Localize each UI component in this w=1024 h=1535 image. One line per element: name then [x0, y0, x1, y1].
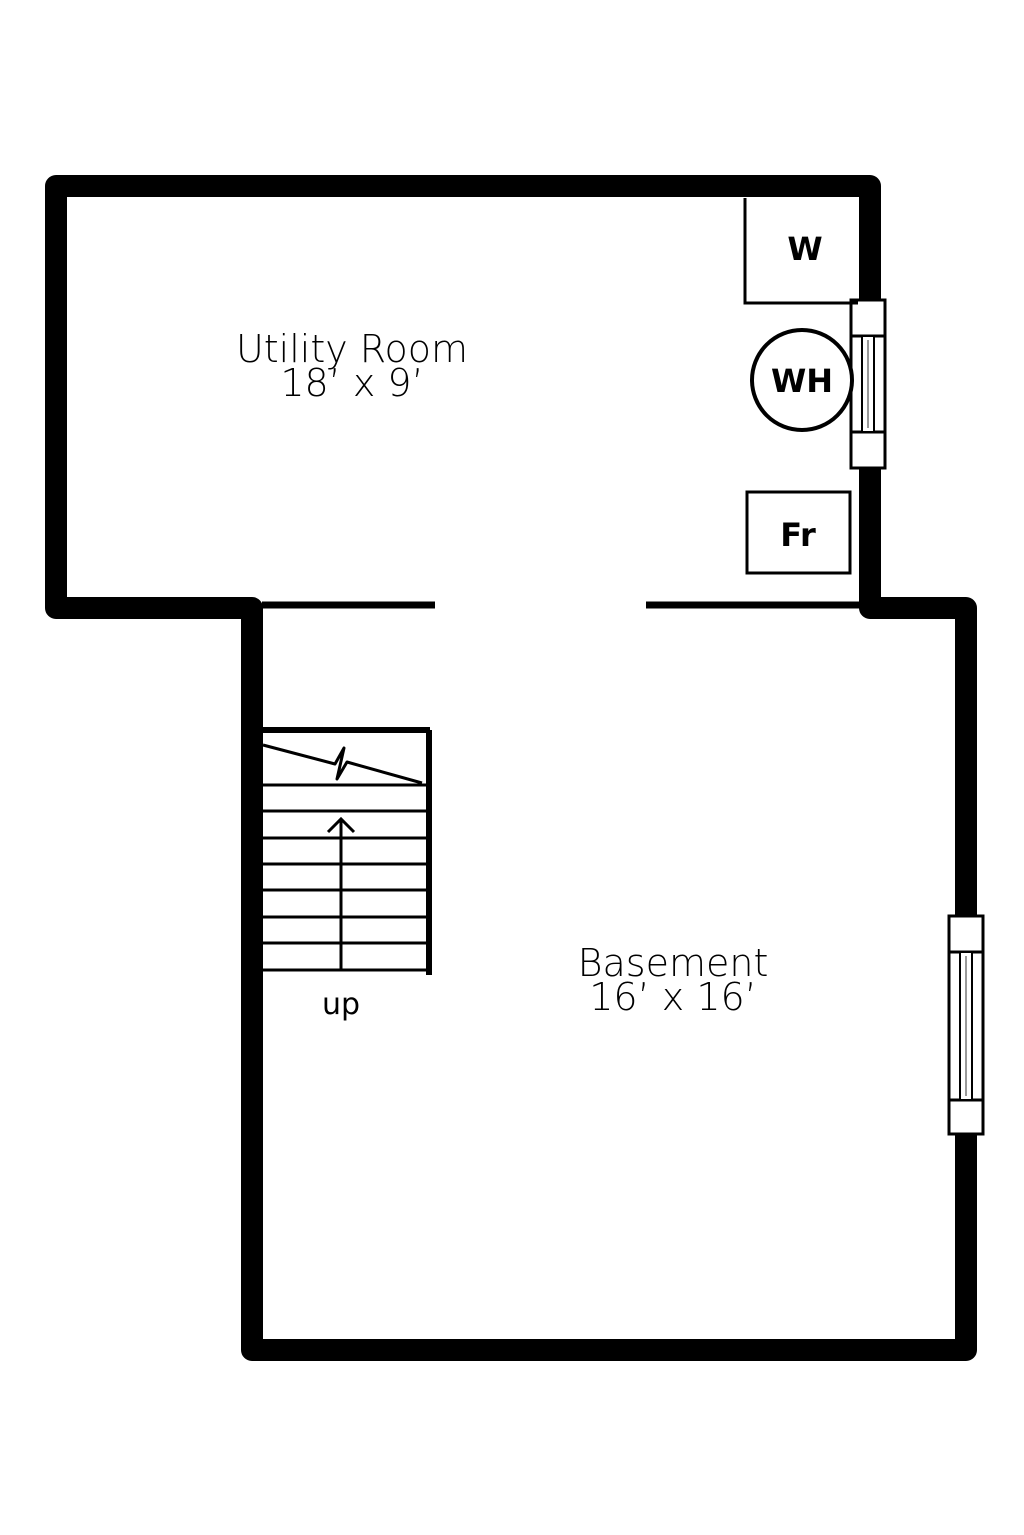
water-heater-fixture: WH — [750, 328, 854, 432]
washer-fixture: W — [743, 198, 858, 305]
utility-room-name: Utility Room — [236, 327, 468, 371]
basement-label: Basement 16’ x 16’ — [578, 941, 769, 1019]
basement-name: Basement — [578, 941, 769, 985]
stair-direction-label: up — [322, 987, 360, 1022]
utility-room-dimensions: 18’ x 9’ — [280, 361, 423, 405]
utility-room-label: Utility Room 18’ x 9’ — [236, 327, 468, 405]
furnace-fixture: Fr — [745, 490, 852, 575]
stair-arrow-icon — [326, 816, 356, 970]
window-basement — [947, 914, 985, 1136]
staircase: up — [262, 727, 432, 1022]
stair-break-line — [262, 743, 423, 785]
window-utility — [849, 298, 887, 470]
water-heater-label: WH — [771, 362, 833, 400]
washer-label: W — [787, 230, 822, 268]
furnace-label: Fr — [780, 516, 816, 554]
basement-dimensions: 16’ x 16’ — [589, 975, 757, 1019]
